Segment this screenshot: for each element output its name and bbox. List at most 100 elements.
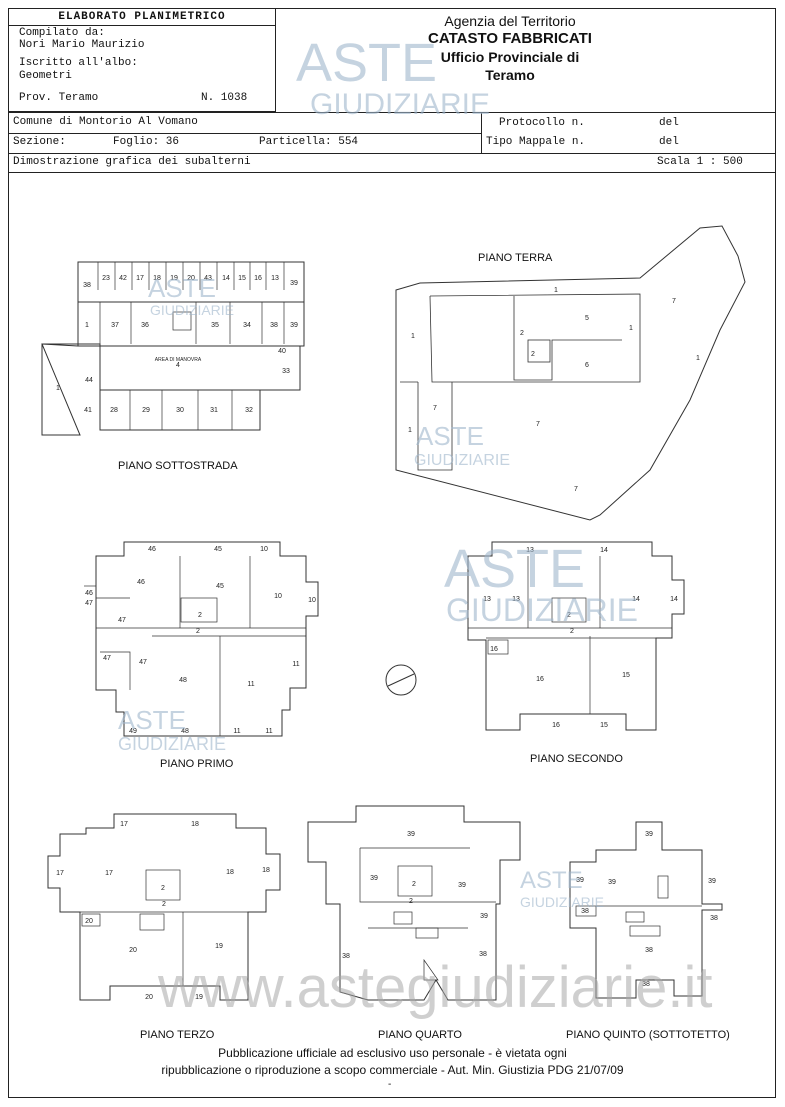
svg-text:38: 38 bbox=[642, 981, 650, 988]
svg-text:48: 48 bbox=[179, 677, 187, 684]
svg-text:15: 15 bbox=[600, 722, 608, 729]
svg-text:2: 2 bbox=[161, 885, 165, 892]
protocollo: Protocollo n. bbox=[499, 117, 585, 129]
svg-text:13: 13 bbox=[483, 596, 491, 603]
svg-text:46: 46 bbox=[137, 579, 145, 586]
compiler-box: ELABORATO PLANIMETRICO Compilato da: Nor… bbox=[8, 8, 276, 112]
watermark-aste-3: ASTE bbox=[148, 273, 216, 303]
svg-text:45: 45 bbox=[214, 546, 222, 553]
svg-text:46: 46 bbox=[148, 546, 156, 553]
footer-line2: ripubblicazione o riproduzione a scopo c… bbox=[161, 1063, 624, 1077]
label-terra: PIANO TERRA bbox=[478, 252, 553, 264]
svg-text:5: 5 bbox=[585, 315, 589, 322]
svg-text:17: 17 bbox=[120, 821, 128, 828]
svg-text:34: 34 bbox=[243, 322, 251, 329]
watermark-giudiziarie-4: GIUDIZIARIE bbox=[414, 452, 511, 469]
svg-text:39: 39 bbox=[708, 878, 716, 885]
watermark-giudiziarie-2: GIUDIZIARIE bbox=[446, 592, 639, 628]
label-primo: PIANO PRIMO bbox=[160, 758, 234, 770]
svg-text:AREA DI MANOVRA: AREA DI MANOVRA bbox=[155, 357, 202, 363]
compiled-by: Nori Mario Maurizio bbox=[19, 39, 145, 51]
svg-text:20: 20 bbox=[129, 947, 137, 954]
document-title: ELABORATO PLANIMETRICO bbox=[9, 9, 275, 26]
plan-primo bbox=[84, 541, 319, 737]
svg-text:23: 23 bbox=[102, 275, 110, 282]
svg-text:2: 2 bbox=[570, 628, 574, 635]
plan-sottostrada bbox=[41, 261, 305, 436]
svg-text:14: 14 bbox=[670, 596, 678, 603]
svg-text:4: 4 bbox=[176, 362, 180, 369]
svg-text:13: 13 bbox=[512, 596, 520, 603]
footer-line1: Pubblicazione ufficiale ad esclusivo uso… bbox=[218, 1046, 567, 1060]
plan-secondo bbox=[385, 541, 685, 731]
svg-text:43: 43 bbox=[204, 275, 212, 282]
svg-text:39: 39 bbox=[458, 882, 466, 889]
svg-text:39: 39 bbox=[608, 879, 616, 886]
label-quarto: PIANO QUARTO bbox=[378, 1029, 462, 1041]
svg-text:1: 1 bbox=[696, 355, 700, 362]
svg-text:10: 10 bbox=[274, 593, 282, 600]
svg-text:18: 18 bbox=[226, 869, 234, 876]
svg-text:19: 19 bbox=[195, 994, 203, 1001]
plan-sheet bbox=[8, 8, 776, 1098]
agency-line3: Ufficio Provinciale di bbox=[440, 49, 580, 65]
svg-text:28: 28 bbox=[110, 407, 118, 414]
svg-text:16: 16 bbox=[254, 275, 262, 282]
svg-text:1: 1 bbox=[408, 427, 412, 434]
registration-number: N. 1038 bbox=[201, 92, 248, 104]
label-quinto: PIANO QUINTO (SOTTOTETTO) bbox=[566, 1029, 730, 1041]
svg-text:38: 38 bbox=[83, 282, 91, 289]
svg-text:38: 38 bbox=[581, 908, 589, 915]
svg-text:47: 47 bbox=[139, 659, 147, 666]
svg-text:19: 19 bbox=[170, 275, 178, 282]
watermark-aste-6: ASTE bbox=[520, 867, 583, 894]
svg-text:1: 1 bbox=[411, 333, 415, 340]
plan-quinto bbox=[569, 821, 723, 999]
svg-text:7: 7 bbox=[672, 298, 676, 305]
svg-text:38: 38 bbox=[479, 951, 487, 958]
svg-text:40: 40 bbox=[278, 348, 286, 355]
label-sottostrada: PIANO SOTTOSTRADA bbox=[118, 460, 238, 472]
svg-text:10: 10 bbox=[308, 597, 316, 604]
svg-text:7: 7 bbox=[536, 421, 540, 428]
svg-text:36: 36 bbox=[141, 322, 149, 329]
comune: Comune di Montorio Al Vomano bbox=[13, 116, 198, 128]
svg-text:38: 38 bbox=[342, 953, 350, 960]
svg-text:38: 38 bbox=[645, 947, 653, 954]
parcel-info-row: Comune di Montorio Al Vomano Sezione: Fo… bbox=[8, 112, 776, 154]
svg-text:39: 39 bbox=[645, 831, 653, 838]
svg-text:31: 31 bbox=[210, 407, 218, 414]
svg-text:15: 15 bbox=[238, 275, 246, 282]
svg-text:37: 37 bbox=[111, 322, 119, 329]
compiled-by-label: Compilato da: bbox=[19, 27, 105, 39]
agency-line1: Agenzia del Territorio bbox=[444, 13, 576, 29]
registered: Geometri bbox=[19, 70, 72, 82]
watermark-giudiziarie: GIUDIZIARIE bbox=[310, 88, 491, 121]
foglio: Foglio: 36 bbox=[113, 136, 180, 148]
svg-text:14: 14 bbox=[632, 596, 640, 603]
tipo-mappale: Tipo Mappale n. bbox=[486, 136, 586, 148]
svg-text:16: 16 bbox=[536, 676, 544, 683]
plan-quarto bbox=[307, 805, 521, 1001]
agency-line4: Teramo bbox=[485, 67, 535, 83]
svg-text:11: 11 bbox=[233, 728, 240, 735]
province: Prov. Teramo bbox=[19, 92, 99, 104]
svg-text:18: 18 bbox=[153, 275, 161, 282]
agency-line2: CATASTO FABBRICATI bbox=[428, 30, 592, 47]
svg-text:20: 20 bbox=[187, 275, 195, 282]
svg-text:38: 38 bbox=[710, 915, 718, 922]
svg-text:11: 11 bbox=[265, 728, 272, 735]
svg-text:2: 2 bbox=[531, 351, 535, 358]
svg-text:1: 1 bbox=[56, 385, 60, 392]
svg-text:39: 39 bbox=[407, 831, 415, 838]
agency-block: Agenzia del Territorio CATASTO FABBRICAT… bbox=[400, 12, 620, 84]
plan-terzo bbox=[47, 813, 281, 1001]
watermark-aste-5: ASTE bbox=[118, 705, 186, 735]
svg-text:20: 20 bbox=[85, 918, 93, 925]
svg-text:1: 1 bbox=[629, 325, 633, 332]
watermark-aste: ASTE bbox=[296, 33, 438, 93]
sezione: Sezione: bbox=[13, 136, 66, 148]
svg-text:17: 17 bbox=[56, 870, 64, 877]
dimostrazione: Dimostrazione grafica dei subalterni bbox=[13, 156, 251, 168]
